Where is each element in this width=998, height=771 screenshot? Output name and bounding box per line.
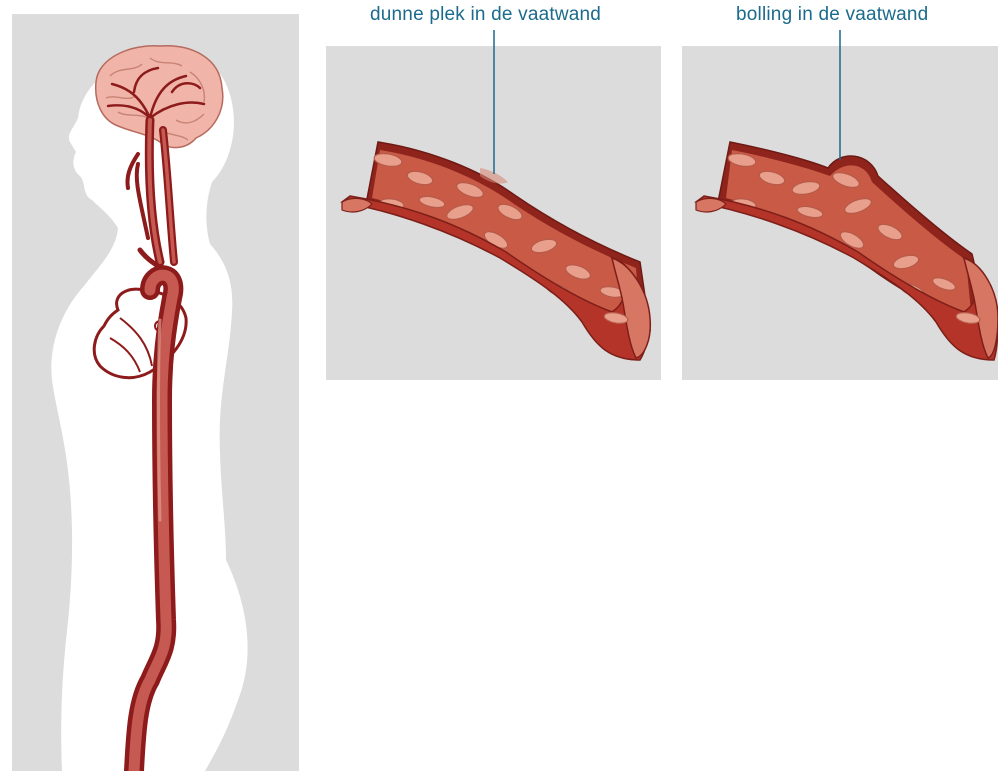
vessel-thin-spot [342,142,650,360]
vessel-bulge [696,142,998,360]
